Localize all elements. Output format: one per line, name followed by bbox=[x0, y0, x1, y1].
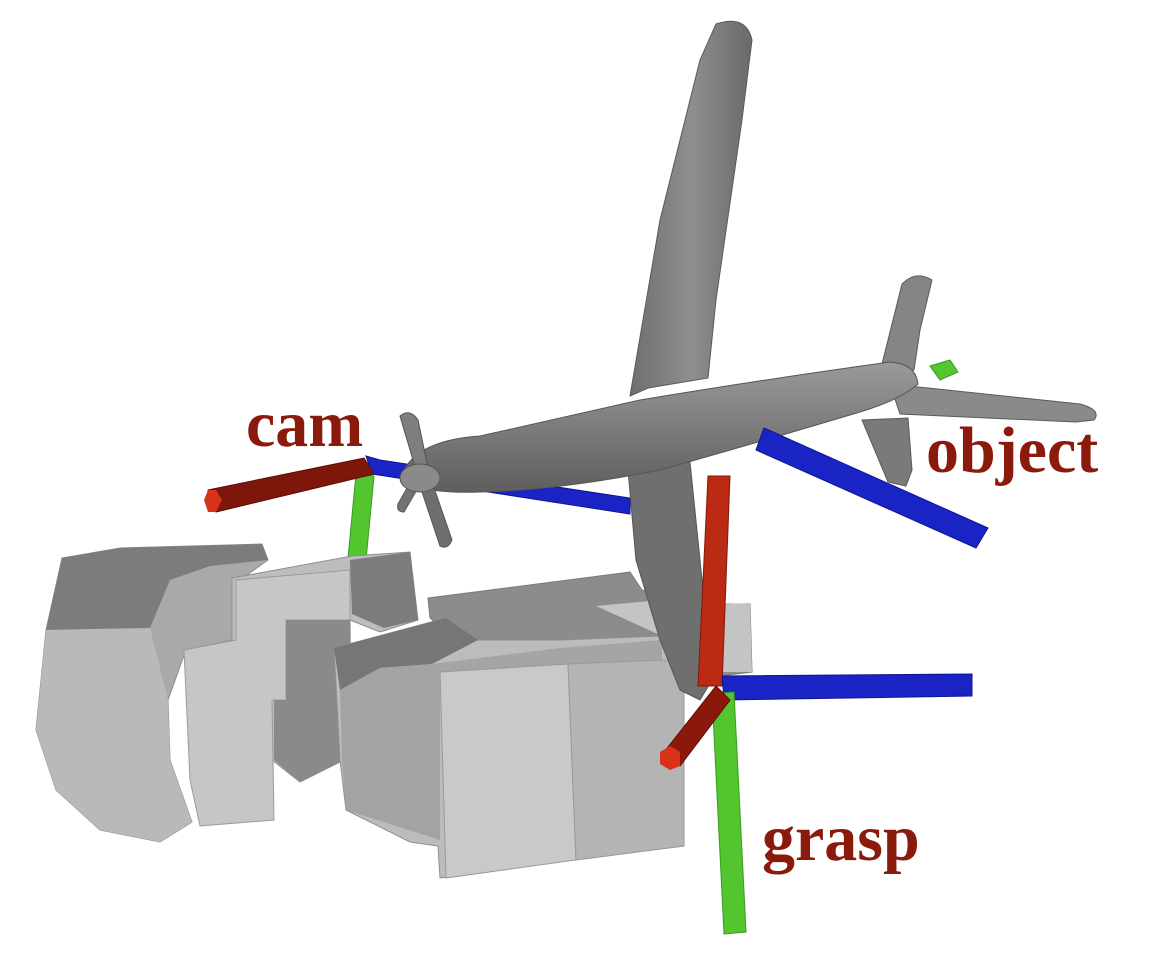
grasp-y-axis bbox=[711, 691, 747, 935]
cam-x-axis-tip bbox=[204, 490, 222, 512]
grasp-x-axis-tip bbox=[660, 746, 680, 770]
airplane-model bbox=[397, 20, 1097, 701]
object-z-axis bbox=[755, 427, 989, 549]
object-label: object bbox=[926, 414, 1098, 487]
cam-x-axis bbox=[207, 457, 375, 513]
object-y-axis bbox=[929, 359, 959, 381]
cam-label: cam bbox=[246, 388, 363, 461]
cam-y-axis bbox=[347, 473, 375, 561]
object-frame-axes bbox=[755, 359, 989, 549]
grasp-label: grasp bbox=[762, 802, 920, 875]
grasp-frame-axes bbox=[660, 475, 973, 935]
grasp-x-axis bbox=[697, 475, 731, 687]
grasp-z-axis bbox=[721, 673, 973, 701]
gripper-model bbox=[35, 543, 753, 879]
